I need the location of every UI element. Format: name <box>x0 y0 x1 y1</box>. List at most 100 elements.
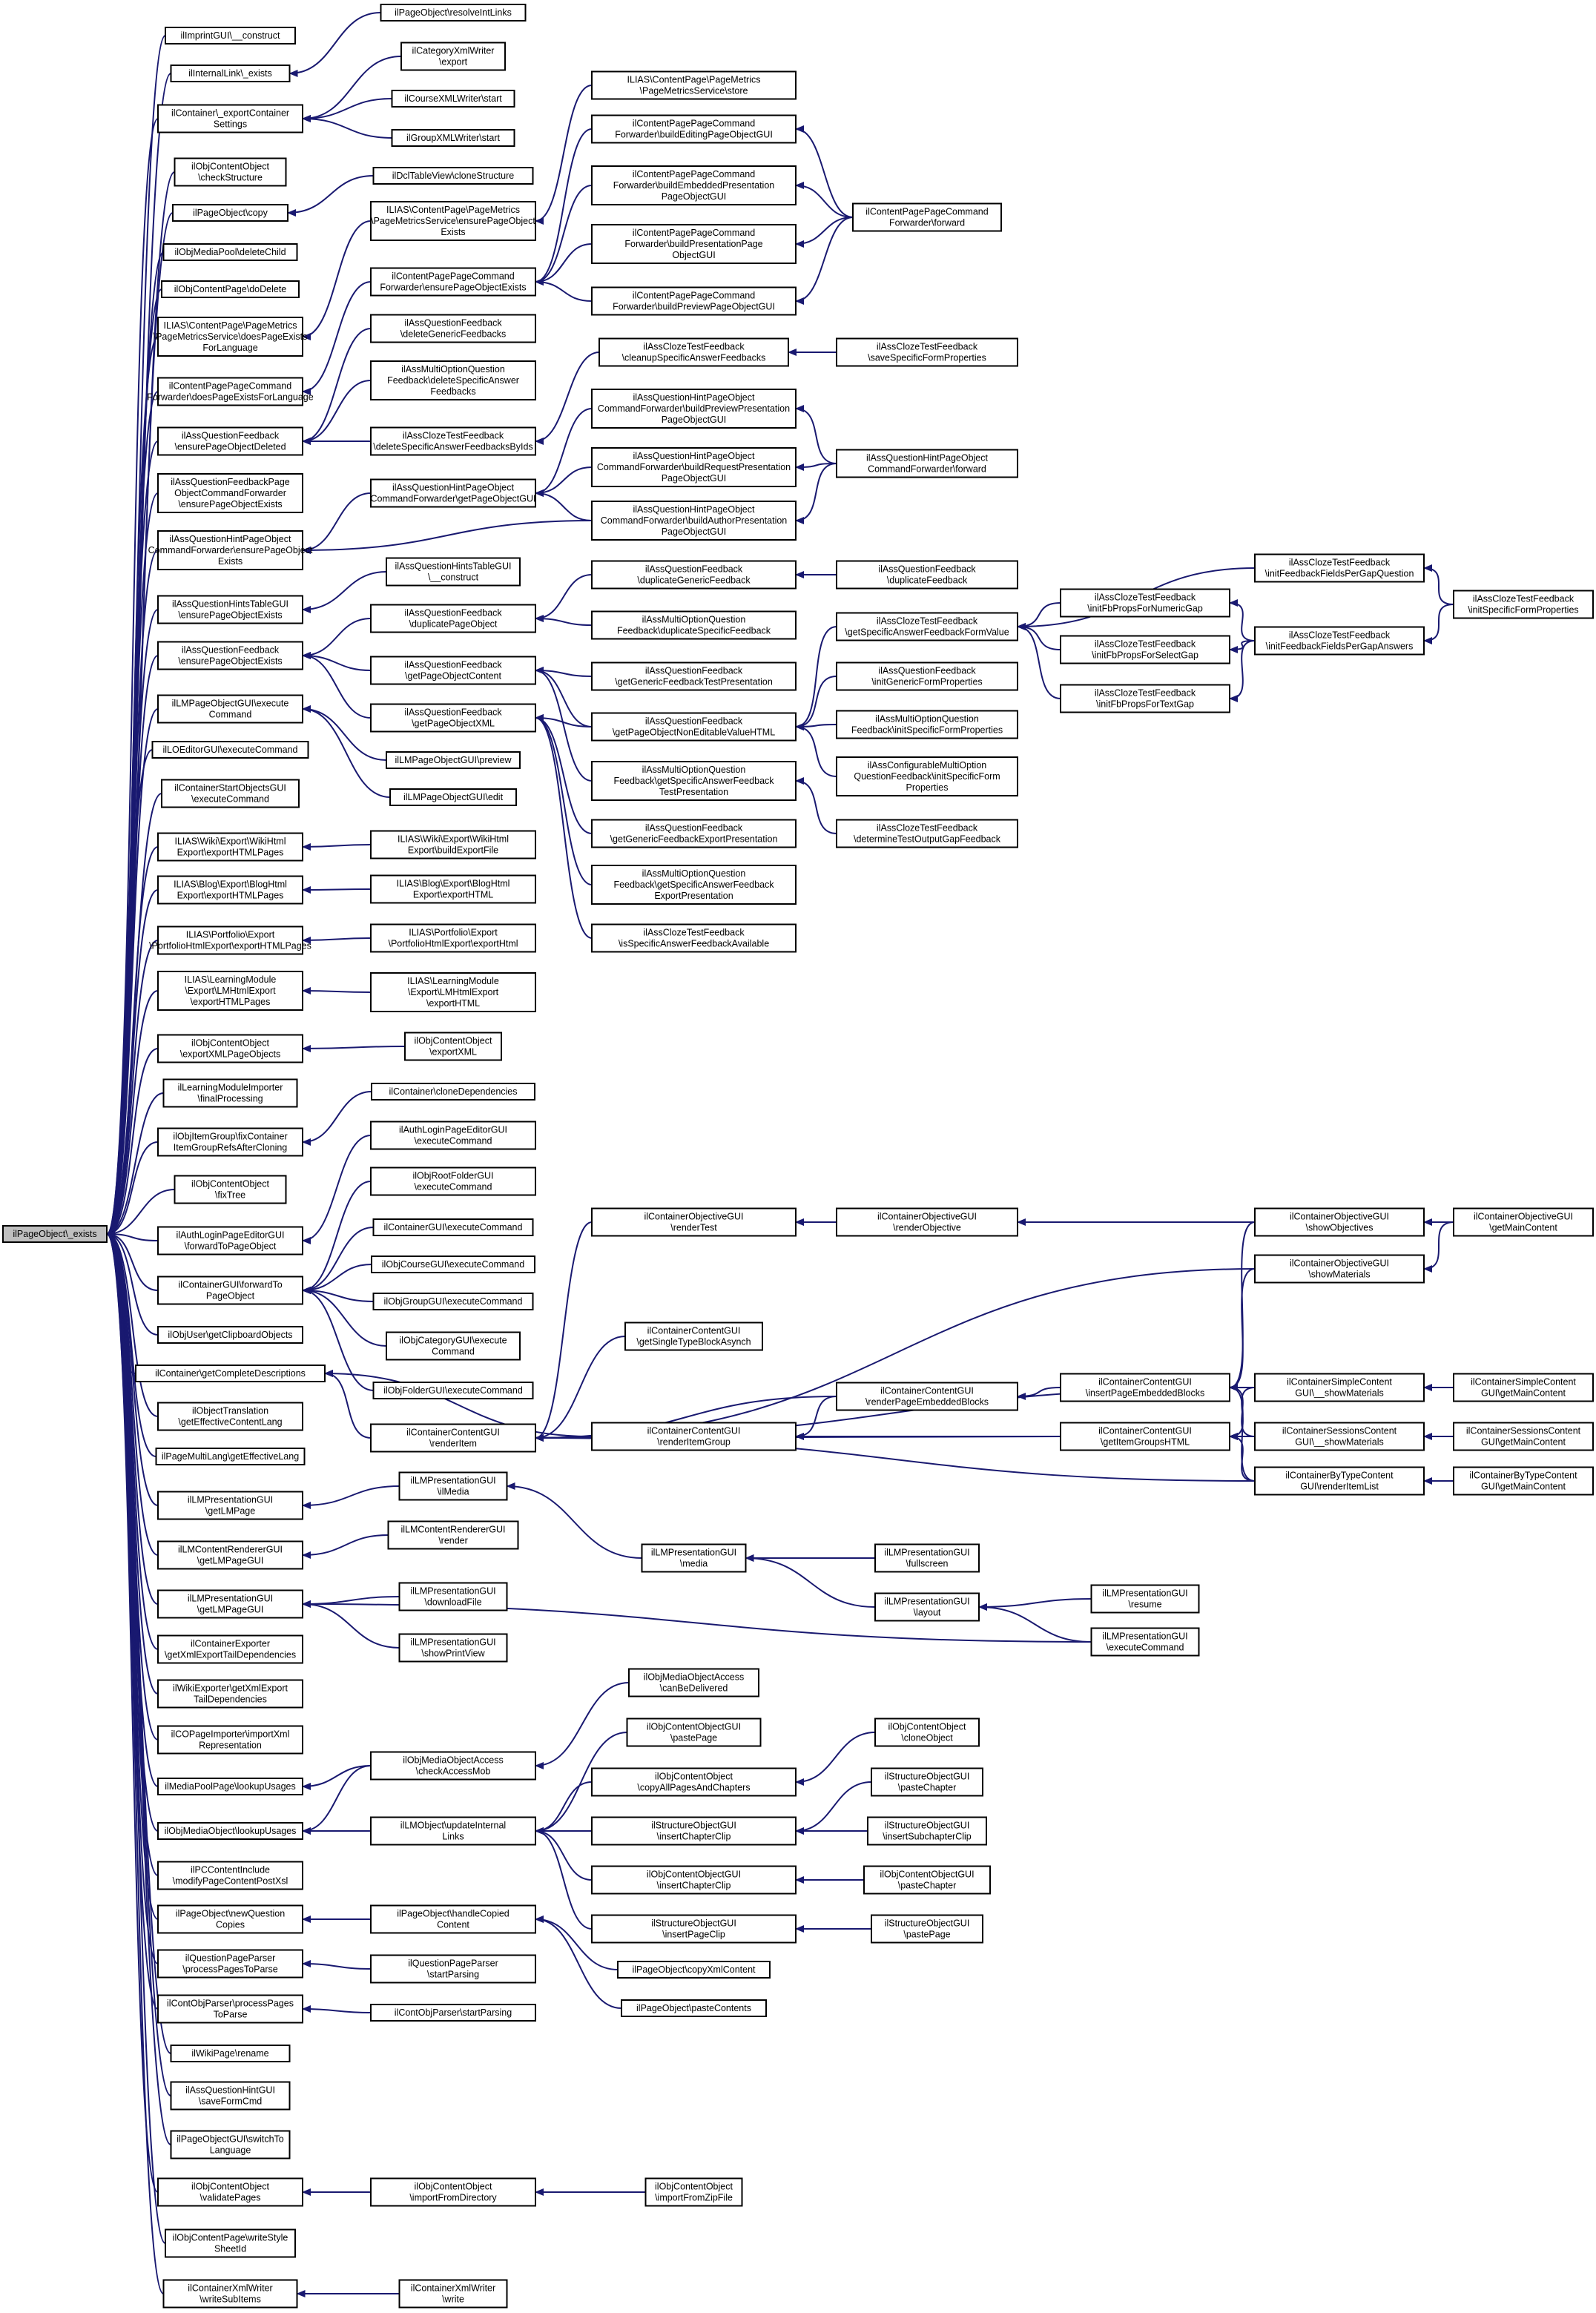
graph-node[interactable]: ilPCContentInclude\modifyPageContentPost… <box>157 1861 303 1890</box>
graph-node[interactable]: ilContainerExporter\getXmlExportTailDepe… <box>157 1634 303 1664</box>
graph-node[interactable]: ilLMPresentationGUI\executeCommand <box>1090 1627 1200 1657</box>
graph-node[interactable]: ILIAS\Wiki\Export\WikiHtmlExport\exportH… <box>157 832 303 862</box>
graph-node[interactable]: ilContainerByTypeContentGUI\renderItemLi… <box>1254 1466 1425 1496</box>
graph-node[interactable]: ilAssMultiOptionQuestionFeedback\getSpec… <box>591 865 797 905</box>
graph-node[interactable]: ilAssConfigurableMultiOptionQuestionFeed… <box>836 756 1018 796</box>
graph-node[interactable]: ilObjUser\getClipboardObjects <box>157 1326 303 1344</box>
graph-node[interactable]: ilAssQuestionHintPageObjectCommandForwar… <box>836 449 1018 478</box>
graph-node[interactable]: ilAssMultiOptionQuestionFeedback\deleteS… <box>370 360 536 400</box>
graph-node[interactable]: ilStructureObjectGUI\insertPageClip <box>591 1914 797 1944</box>
graph-node[interactable]: ilAssMultiOptionQuestionFeedback\initSpe… <box>836 710 1018 739</box>
graph-node[interactable]: ilContentPagePageCommandForwarder\buildE… <box>591 165 797 205</box>
graph-node[interactable]: ilContainerContentGUI\renderPageEmbedded… <box>836 1382 1018 1411</box>
graph-node[interactable]: ilAssClozeTestFeedback\isSpecificAnswerF… <box>591 923 797 953</box>
graph-node[interactable]: ilContainerContentGUI\renderItemGroup <box>591 1422 797 1451</box>
graph-node[interactable]: ilAssQuestionFeedback\getPageObjectXML <box>370 703 536 733</box>
graph-node[interactable]: ilPageObject\pasteContents <box>621 1999 767 2017</box>
graph-node[interactable]: ilStructureObjectGUI\pastePage <box>871 1914 983 1944</box>
graph-node[interactable]: ilAssQuestionFeedback\ensurePageObjectEx… <box>157 641 303 670</box>
graph-node[interactable]: ILIAS\ContentPage\PageMetrics\PageMetric… <box>591 70 797 100</box>
graph-node[interactable]: ilObjContentObject\checkStructure <box>174 157 287 187</box>
graph-node[interactable]: ilAssClozeTestFeedback\initSpecificFormP… <box>1453 590 1594 619</box>
graph-node[interactable]: ilObjContentObject\exportXML <box>404 1032 502 1061</box>
graph-node[interactable]: ilStructureObjectGUI\pasteChapter <box>871 1767 983 1797</box>
graph-node[interactable]: ilContainerXmlWriter\writeSubItems <box>162 2279 298 2309</box>
graph-node[interactable]: ilContainerStartObjectsGUI\executeComman… <box>161 779 300 808</box>
graph-node[interactable]: ilAssClozeTestFeedback\initFbPropsForSel… <box>1060 635 1230 664</box>
graph-node[interactable]: ILIAS\Portfolio\Export\PortfolioHtmlExpo… <box>370 923 536 953</box>
graph-node[interactable]: ilObjMediaObjectAccess\checkAccessMob <box>370 1751 536 1781</box>
graph-node[interactable]: ilObjGroupGUI\executeCommand <box>372 1293 534 1310</box>
graph-node[interactable]: ilPageObject\resolveIntLinks <box>380 4 527 22</box>
graph-node[interactable]: ilAssClozeTestFeedback\initFbPropsForTex… <box>1060 684 1230 713</box>
graph-node[interactable]: ilLMPresentationGUI\layout <box>874 1592 980 1622</box>
graph-node[interactable]: ilContentPagePageCommandForwarder\ensure… <box>370 267 536 297</box>
graph-node[interactable]: ilLMPageObjectGUI\executeCommand <box>157 694 303 724</box>
graph-node[interactable]: ilContainerObjectiveGUI\getMainContent <box>1453 1207 1594 1237</box>
graph-node[interactable]: ilAssClozeTestFeedback\cleanupSpecificAn… <box>598 337 789 367</box>
graph-node[interactable]: ilAssQuestionHintPageObjectCommandForwar… <box>591 501 797 541</box>
root-node[interactable]: ilPageObject\_exists <box>2 1225 108 1243</box>
graph-node[interactable]: ILIAS\ContentPage\PageMetrics\PageMetric… <box>370 201 536 241</box>
graph-node[interactable]: ilContainerObjectiveGUI\showMaterials <box>1254 1254 1425 1284</box>
graph-node[interactable]: ilAssQuestionFeedback\duplicatePageObjec… <box>370 604 536 633</box>
graph-node[interactable]: ilLearningModuleImporter\finalProcessing <box>162 1078 298 1108</box>
graph-node[interactable]: ilContObjParser\startParsing <box>370 2004 536 2022</box>
graph-node[interactable]: ilObjContentObject\importFromDirectory <box>370 2177 536 2207</box>
graph-node[interactable]: ilObjContentObject\cloneObject <box>874 1718 980 1747</box>
graph-node[interactable]: ilAssQuestionFeedback\getPageObjectNonEd… <box>591 712 797 742</box>
graph-node[interactable]: ilObjectTranslation\getEffectiveContentL… <box>157 1402 303 1431</box>
graph-node[interactable]: ilAssQuestionFeedback\initGenericFormPro… <box>836 661 1018 691</box>
graph-node[interactable]: ilDclTableView\cloneStructure <box>372 167 534 185</box>
graph-node[interactable]: ilAssMultiOptionQuestionFeedback\duplica… <box>591 610 797 640</box>
graph-node[interactable]: ilObjContentPage\doDelete <box>161 280 300 298</box>
graph-node[interactable]: ilAssMultiOptionQuestionFeedback\getSpec… <box>591 761 797 801</box>
graph-node[interactable]: ilAssClozeTestFeedback\initFeedbackField… <box>1254 553 1425 583</box>
graph-node[interactable]: ilLMPageObjectGUI\edit <box>389 788 517 806</box>
graph-node[interactable]: ilContainerObjectiveGUI\showObjectives <box>1254 1207 1425 1237</box>
graph-node[interactable]: ilAssClozeTestFeedback\getSpecificAnswer… <box>836 612 1018 641</box>
graph-node[interactable]: ilContObjParser\processPagesToParse <box>157 1994 303 2024</box>
graph-node[interactable]: ilContainerGUI\executeCommand <box>372 1218 534 1236</box>
graph-node[interactable]: ilLMPresentationGUI\downloadFile <box>398 1582 508 1611</box>
graph-node[interactable]: ilLMPresentationGUI\showPrintView <box>398 1633 508 1663</box>
graph-node[interactable]: ilContainerByTypeContentGUI\getMainConte… <box>1453 1466 1594 1496</box>
graph-node[interactable]: ilObjContentObject\importFromZipFile <box>644 2177 743 2207</box>
graph-node[interactable]: ilContentPagePageCommandForwarder\forwar… <box>852 202 1002 232</box>
graph-node[interactable]: ilContainerObjectiveGUI\renderObjective <box>836 1207 1018 1237</box>
graph-node[interactable]: ilAssQuestionFeedbackPageObjectCommandFo… <box>157 473 303 513</box>
graph-node[interactable]: ilAssQuestionFeedback\deleteGenericFeedb… <box>370 314 536 343</box>
graph-node[interactable]: ilContainerSimpleContentGUI\__showMateri… <box>1254 1373 1425 1402</box>
graph-node[interactable]: ilAssQuestionFeedback\duplicateFeedback <box>836 560 1018 590</box>
graph-node[interactable]: ilLMPresentationGUI\ilMedia <box>398 1471 508 1501</box>
graph-node[interactable]: ilObjContentObject\exportXMLPageObjects <box>157 1034 303 1063</box>
graph-node[interactable]: ilObjContentObject\copyAllPagesAndChapte… <box>591 1767 797 1797</box>
graph-node[interactable]: ilObjContentObjectGUI\insertChapterClip <box>591 1865 797 1895</box>
graph-node[interactable]: ILIAS\Blog\Export\BlogHtmlExport\exportH… <box>370 874 536 904</box>
graph-node[interactable]: ilContainerSessionsContentGUI\__showMate… <box>1254 1422 1425 1451</box>
graph-node[interactable]: ilContainerContentGUI\getSingleTypeBlock… <box>624 1322 763 1351</box>
graph-node[interactable]: ILIAS\Wiki\Export\WikiHtmlExport\buildEx… <box>370 830 536 859</box>
graph-node[interactable]: ilAssQuestionHintPageObjectCommandForwar… <box>591 447 797 487</box>
graph-node[interactable]: ilObjCourseGUI\executeCommand <box>371 1256 535 1273</box>
graph-node[interactable]: ilImprintGUI\__construct <box>165 27 296 44</box>
graph-node[interactable]: ilAssQuestionFeedback\getGenericFeedback… <box>591 819 797 848</box>
graph-node[interactable]: ilPageMultiLang\getEffectiveLang <box>155 1448 306 1465</box>
graph-node[interactable]: ilLMPresentationGUI\resume <box>1090 1584 1200 1614</box>
graph-node[interactable]: ilContainer\getCompleteDescriptions <box>135 1365 326 1382</box>
graph-node[interactable]: ilContainerSessionsContentGUI\getMainCon… <box>1453 1422 1594 1451</box>
graph-node[interactable]: ilAssClozeTestFeedback\determineTestOutp… <box>836 819 1018 848</box>
graph-node[interactable]: ilWikiPage\rename <box>170 2045 291 2062</box>
graph-node[interactable]: ilAssClozeTestFeedback\initFeedbackField… <box>1254 626 1425 656</box>
graph-node[interactable]: ILIAS\Blog\Export\BlogHtmlExport\exportH… <box>157 875 303 905</box>
graph-node[interactable]: ilContentPagePageCommandForwarder\buildE… <box>591 114 797 144</box>
graph-node[interactable]: ilObjFolderGUI\executeCommand <box>372 1382 534 1399</box>
graph-node[interactable]: ilAssQuestionFeedback\duplicateGenericFe… <box>591 560 797 590</box>
graph-node[interactable]: ilWikiExporter\getXmlExportTailDependenc… <box>157 1679 303 1709</box>
graph-node[interactable]: ILIAS\ContentPage\PageMetrics\PageMetric… <box>154 317 308 357</box>
graph-node[interactable]: ilObjMediaObject\lookupUsages <box>157 1822 303 1840</box>
graph-node[interactable]: ilAuthLoginPageEditorGUI\forwardToPageOb… <box>157 1226 303 1256</box>
